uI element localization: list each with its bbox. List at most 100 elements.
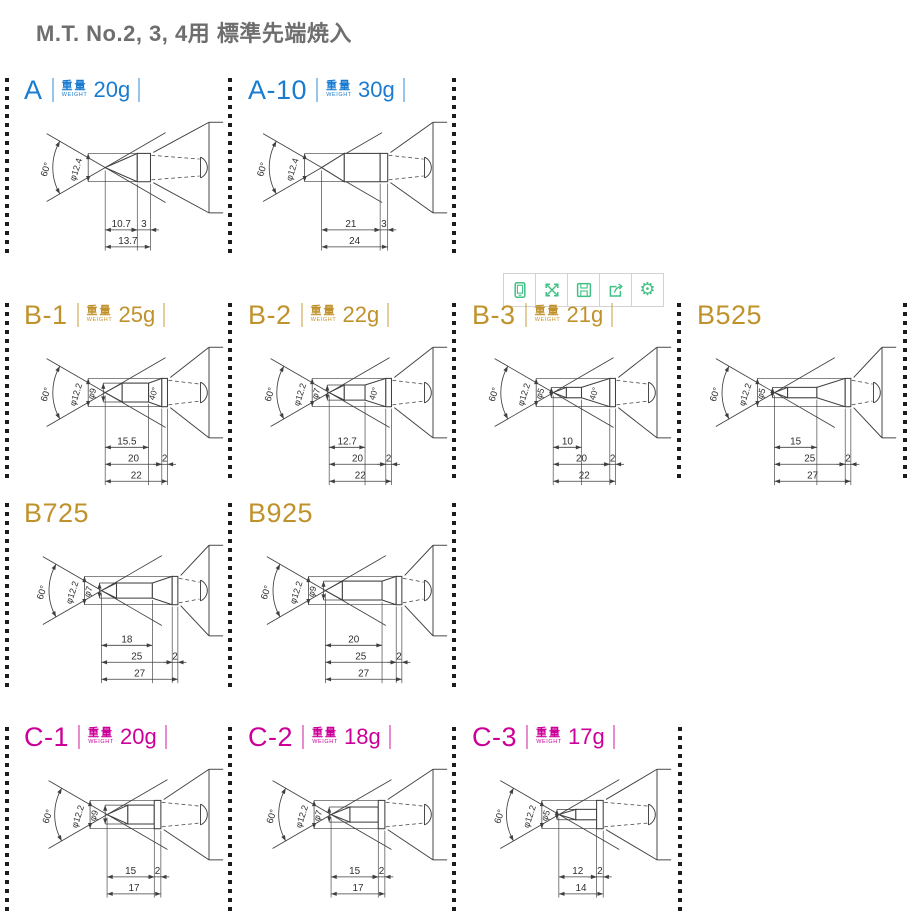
svg-text:21: 21 [345,219,357,230]
diagram-label: B-2 [248,299,292,330]
weight-label-jp: 重量 [536,727,563,740]
device-button[interactable] [503,273,536,307]
divider [611,303,614,327]
divider [612,725,615,749]
divider [388,725,391,749]
device-icon [513,282,526,298]
weight-value: 17g [568,724,605,749]
weight-label-en: WEIGHT [534,317,561,324]
svg-text:60°: 60° [264,808,279,825]
svg-text:3: 3 [381,219,387,230]
svg-text:2: 2 [845,453,851,464]
dashed-separator [677,303,681,481]
svg-text:φ12.2: φ12.2 [64,580,81,605]
svg-text:20: 20 [348,634,360,645]
svg-text:25: 25 [804,453,816,464]
svg-text:25: 25 [355,651,367,662]
viewer-toolbar: ⚙ [503,273,664,307]
svg-text:φ9: φ9 [86,387,99,400]
divider [138,78,141,102]
svg-text:40°: 40° [147,386,160,401]
svg-text:2: 2 [172,651,178,662]
svg-text:2: 2 [155,866,161,877]
weight-label-jp: 重量 [61,80,88,93]
svg-text:27: 27 [807,470,819,481]
divider [163,303,166,327]
diagram-label: C-3 [472,721,518,752]
dashed-separator [5,303,9,481]
svg-text:φ12.2: φ12.2 [69,804,86,829]
svg-text:3: 3 [141,219,147,230]
weight-value: 21g [566,302,604,327]
svg-text:φ9: φ9 [87,809,100,822]
dashed-separator [452,503,456,689]
svg-text:18: 18 [121,634,133,645]
diagram-label: B525 [697,299,763,330]
svg-text:60°: 60° [34,584,49,601]
svg-text:24: 24 [349,236,361,247]
svg-text:20: 20 [352,453,364,464]
weight-value: 20g [120,724,157,749]
diagram-label: A-10 [248,74,308,105]
svg-text:60°: 60° [707,386,722,403]
weight-value: 25g [118,302,156,327]
weight-label-jp: 重量 [312,727,339,740]
svg-text:φ5: φ5 [539,809,552,822]
svg-text:14: 14 [576,883,588,894]
svg-text:17: 17 [352,883,364,894]
page-title: M.T. No.2, 3, 4用 標準先端焼入 [36,21,352,46]
svg-text:φ12.2: φ12.2 [288,580,305,605]
svg-text:φ7: φ7 [310,387,323,400]
share-button[interactable] [599,273,632,307]
svg-text:40°: 40° [367,386,380,401]
svg-text:φ12.4: φ12.4 [68,157,85,182]
weight-label-en: WEIGHT [88,739,114,746]
diagram-label: C-1 [24,721,70,752]
weight-label-jp: 重量 [86,305,113,318]
svg-text:60°: 60° [262,386,277,403]
dashed-separator [228,78,232,256]
fullscreen-button[interactable] [535,273,568,307]
svg-text:22: 22 [579,470,591,481]
svg-text:φ9: φ9 [306,585,319,598]
divider [164,725,167,749]
svg-text:12: 12 [572,866,584,877]
svg-text:15: 15 [349,866,361,877]
divider [526,725,529,749]
settings-button[interactable]: ⚙ [631,273,664,307]
divider [76,303,79,327]
weight-label-en: WEIGHT [312,739,338,746]
svg-text:12.7: 12.7 [337,436,357,447]
weight-label-en: WEIGHT [310,317,337,324]
weight-label-en: WEIGHT [86,317,113,324]
divider [316,78,319,102]
divider [302,725,305,749]
svg-text:22: 22 [131,470,143,481]
svg-text:22: 22 [355,470,367,481]
save-icon [576,282,591,298]
weight-value: 22g [342,302,380,327]
svg-text:60°: 60° [258,584,273,601]
svg-text:10: 10 [562,436,574,447]
weight-label-jp: 重量 [310,305,337,318]
weight-label-jp: 重量 [534,305,561,318]
settings-icon: ⚙ [639,279,656,300]
